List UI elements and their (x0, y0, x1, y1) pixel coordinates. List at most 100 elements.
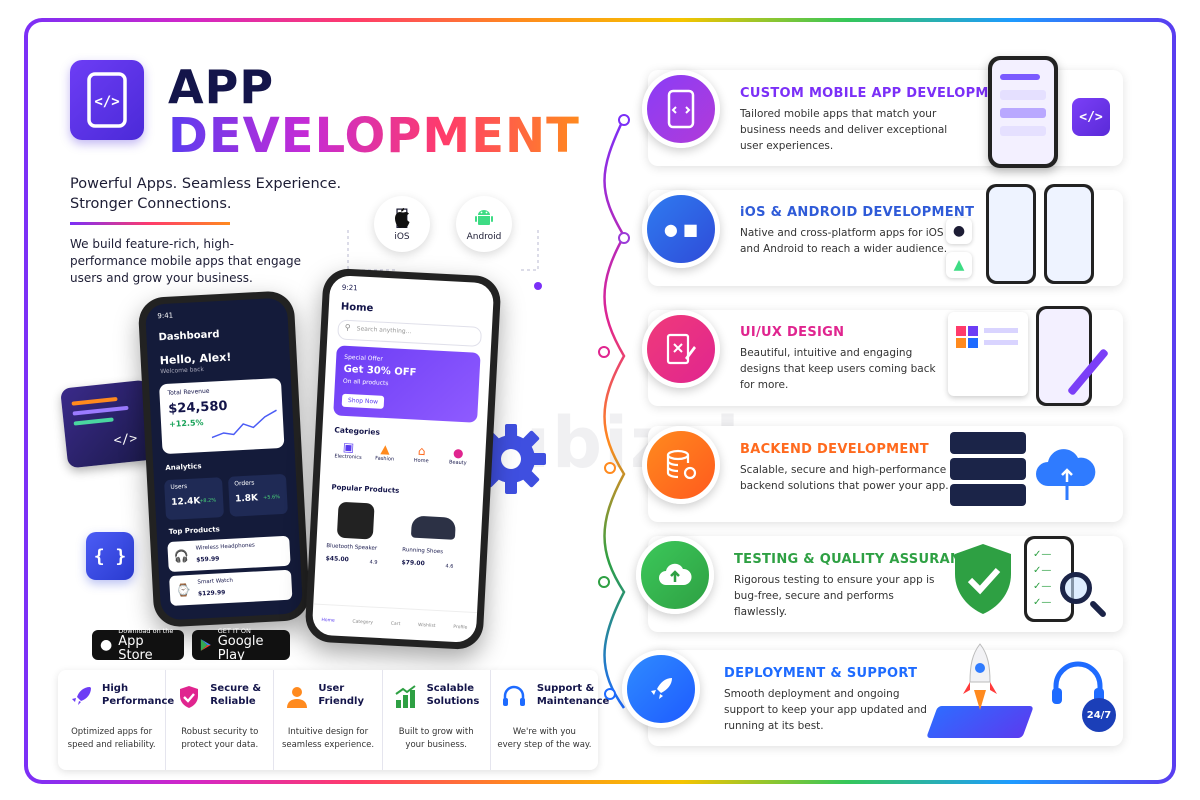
shop-screen: 9:21 Home ⚲ Search anything... Special O… (311, 274, 495, 644)
category-list: ▣Electronics ▲Fashion ⌂Home ●Beauty (330, 439, 476, 482)
product-card[interactable]: Running Shoes $79.00 4.6 (401, 501, 475, 585)
dashboard-screen: 9:41 Dashboard Hello, Alex! Welcome back… (144, 297, 304, 621)
bar-chart-icon (395, 685, 416, 708)
rocket-icon (72, 687, 91, 705)
ios-label: iOS (394, 232, 409, 242)
shop-title: Home (340, 301, 374, 315)
category-home[interactable]: ⌂Home (413, 443, 429, 465)
shoe-icon (410, 515, 456, 540)
search-input[interactable]: ⚲ Search anything... (337, 319, 483, 347)
android-chip: Android (456, 196, 512, 252)
dashboard-phone: 9:41 Dashboard Hello, Alex! Welcome back… (137, 290, 311, 628)
status-time: 9:41 (157, 311, 174, 321)
check-shield-icon (955, 544, 1011, 614)
service-desc: Rigorous testing to ensure your app is b… (734, 574, 935, 618)
timeline-node (598, 346, 610, 358)
nav-category[interactable]: Category (352, 619, 374, 626)
title-line-1: APP (168, 60, 275, 114)
apple-icon: ● (946, 218, 972, 244)
category-fashion[interactable]: ▲Fashion (375, 441, 395, 463)
dashboard-title: Dashboard (158, 329, 220, 344)
poster: dubizzle </> APP DEVELOPMENT Powerful Ap… (28, 22, 1172, 780)
service-title: TESTING & QUALITY ASSURANCE (734, 552, 981, 567)
analytics-label: Analytics (165, 462, 202, 473)
mockup-phone (988, 56, 1058, 168)
title-underline (70, 222, 230, 225)
category-beauty[interactable]: ●Beauty (448, 445, 467, 467)
mockup-phone (1044, 184, 1094, 284)
greeting-sub: Welcome back (160, 365, 205, 376)
design-board (948, 312, 1028, 396)
server-icon (950, 432, 1026, 512)
mockup-phone (986, 184, 1036, 284)
service-title: UI/UX DESIGN (740, 325, 845, 340)
service-title: DEPLOYMENT & SUPPORT (724, 666, 918, 681)
mockup-phone (1036, 306, 1092, 406)
users-card: Users 12.4K +8.2% (164, 477, 225, 521)
timeline-node (604, 688, 616, 700)
search-icon: ⚲ (344, 322, 351, 333)
top-products-label: Top Products (168, 525, 221, 536)
service-desc: Beautiful, intuitive and engaging design… (740, 347, 936, 391)
cloud-upload-icon (1036, 449, 1096, 500)
product-card[interactable]: Bluetooth Speaker $45.00 4.9 (325, 497, 399, 581)
gradient-frame: dubizzle </> APP DEVELOPMENT Powerful Ap… (24, 18, 1176, 784)
tagline: Powerful Apps. Seamless Experience. Stro… (70, 176, 342, 212)
greeting: Hello, Alex! (159, 350, 232, 368)
revenue-change: +12.5% (168, 418, 204, 429)
service-title: iOS & ANDROID DEVELOPMENT (740, 205, 975, 220)
timeline-node (618, 114, 630, 126)
design-icon (642, 310, 720, 388)
android-icon: ▲ (946, 252, 972, 278)
platforms-icon: ● ■ (642, 190, 720, 268)
service-desc: Smooth deployment and ongoing support to… (724, 688, 927, 732)
timeline-node (618, 232, 630, 244)
apple-icon: ● (100, 637, 113, 653)
service-card-deployment (648, 650, 1123, 746)
product-row: ⌚ Smart Watch $129.99 (169, 569, 293, 606)
nav-home[interactable]: Home (321, 617, 335, 624)
orders-card: Orders 1.8K +5.6% (227, 473, 288, 517)
popular-label: Popular Products (331, 483, 400, 495)
headphones-icon: 🎧 (173, 548, 190, 564)
magnifier-icon (1060, 572, 1092, 604)
timeline-line (603, 117, 626, 709)
status-time: 9:21 (341, 283, 358, 293)
revenue-card: Total Revenue $24,580 +12.5% (159, 377, 285, 455)
speaker-icon (336, 501, 375, 540)
user-icon (287, 687, 308, 708)
shop-phone: 9:21 Home ⚲ Search anything... Special O… (304, 267, 502, 651)
braces-icon: { } (86, 532, 134, 580)
service-desc: Scalable, secure and high-performance ba… (740, 464, 949, 492)
service-desc: Native and cross-platform apps for iOS a… (740, 227, 948, 255)
service-title: CUSTOM MOBILE APP DEVELOPMENT (740, 86, 1019, 101)
categories-label: Categories (334, 425, 381, 437)
database-icon (642, 426, 720, 504)
ios-chip:  iOS (374, 196, 430, 252)
app-logo-icon: </> (70, 60, 144, 140)
headset-icon (502, 685, 525, 706)
revenue-sparkline (211, 409, 277, 439)
play-icon (200, 639, 211, 651)
cloud-upload-icon (636, 536, 714, 614)
revenue-label: Total Revenue (167, 387, 210, 397)
title-line-2: DEVELOPMENT (168, 108, 580, 164)
nav-cart[interactable]: Cart (390, 621, 401, 627)
timeline-node (604, 462, 616, 474)
service-desc: Tailored mobile apps that match your bus… (740, 108, 948, 152)
phone-code-icon (642, 70, 720, 148)
nav-profile[interactable]: Profile (453, 624, 468, 631)
timeline-node (598, 576, 610, 588)
category-electronics[interactable]: ▣Electronics (334, 439, 362, 461)
nav-wishlist[interactable]: Wishlist (417, 622, 436, 629)
shop-now-button[interactable]: Shop Now (341, 393, 385, 409)
service-title: BACKEND DEVELOPMENT (740, 442, 929, 457)
